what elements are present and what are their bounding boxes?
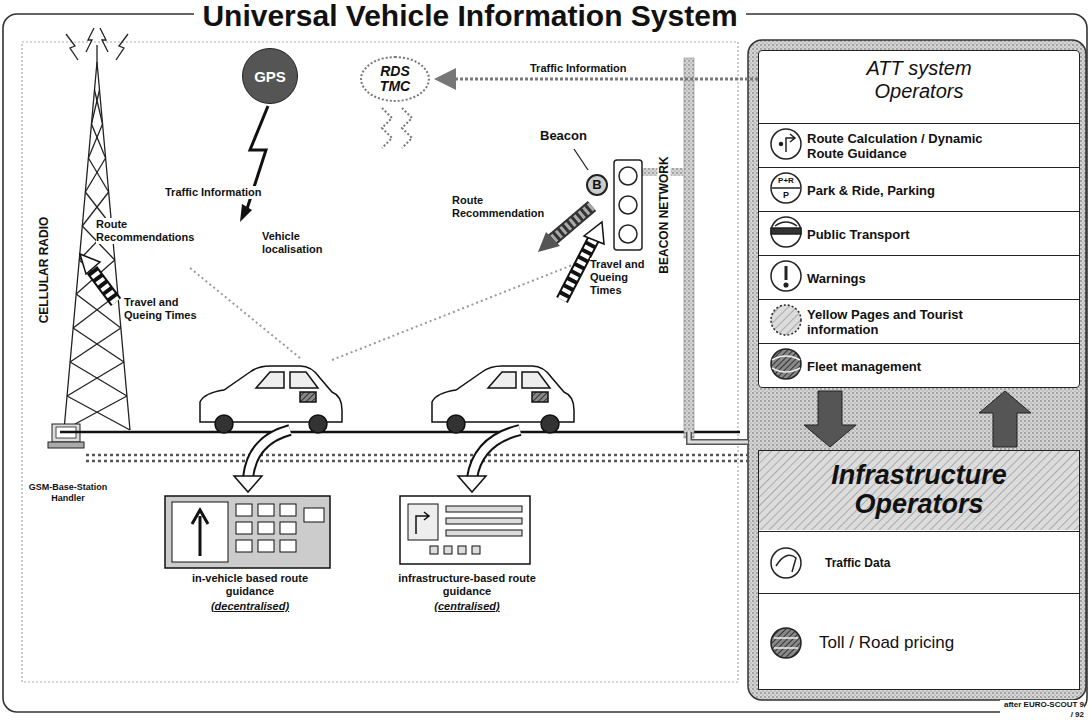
annotation: after EURO-SCOUT 9 / 92 <box>1000 700 1084 720</box>
beacon: BeaconB <box>540 128 612 200</box>
infrastructure-device: infrastructure-based route guidance (cent… <box>386 492 548 620</box>
title-text: Universal Vehicle Information System <box>194 0 745 32</box>
node-text: RDS TMC <box>362 64 428 94</box>
flow-arrow <box>979 391 1031 447</box>
node-text: Fleet management <box>807 358 987 373</box>
infrastructure-row: Traffic Data <box>759 531 1079 593</box>
title: Universal Vehicle Information System <box>180 0 760 32</box>
service-row: Warnings <box>759 255 1079 299</box>
node-text: in-vehicle based route guidance <box>160 572 340 598</box>
operator-panel: ATT system OperatorsRoute Calculation / … <box>758 50 1080 388</box>
annotation: Route Recommendations <box>96 218 182 244</box>
annotation: Travel and Queing Times <box>124 296 204 322</box>
vertical-label: BEACON NETWORK <box>658 156 671 273</box>
service-row: Yellow Pages and Tourist information <box>759 299 1079 343</box>
tower-brace <box>73 328 124 362</box>
node-text: Toll / Road pricing <box>819 632 1039 651</box>
tower-brace <box>88 158 108 192</box>
node-text: Public Transport <box>807 226 987 241</box>
node-text: Yellow Pages and Tourist information <box>807 307 987 337</box>
tower-brace <box>70 328 121 362</box>
annotation: Traffic Information <box>165 186 280 199</box>
tower-brace <box>91 90 99 124</box>
tower-brace <box>85 158 105 192</box>
node-text: B <box>586 174 608 196</box>
vertical-label: CELLULAR RADIO <box>38 217 51 324</box>
arrow-shape <box>804 391 856 447</box>
service-row: Park & Ride, Parking <box>759 167 1079 211</box>
infrastructure-panel: Infrastructure OperatorsTraffic DataToll… <box>758 450 1080 690</box>
node-text: (centralised) <box>386 600 548 613</box>
annotation: Travel and Queing Times <box>590 258 662 297</box>
connector-line <box>454 78 758 81</box>
tower-brace <box>67 362 124 396</box>
gps-satellite: GPS <box>242 48 298 104</box>
infrastructure-row: Toll / Road pricing <box>759 593 1079 689</box>
service-row: Public Transport <box>759 211 1079 255</box>
service-row: Fleet management <box>759 343 1079 387</box>
node-text: (decentralised) <box>160 600 340 613</box>
node-text: Beacon <box>540 128 587 143</box>
annotation: P+R <box>773 176 799 186</box>
gsm-base-station: GSM-Base-Station Handler <box>24 422 112 506</box>
annotation: Vehicle localisation <box>262 230 340 256</box>
annotation: P <box>773 190 799 200</box>
rds-tmc-transmitter: RDS TMC <box>360 56 430 102</box>
edge-label: Traffic Information <box>530 62 627 75</box>
node-text: Infrastructure Operators <box>759 461 1079 519</box>
arrow-shape <box>979 391 1031 447</box>
arrowhead <box>434 68 456 90</box>
in-vehicle-device: in-vehicle based route guidance (decentra… <box>160 492 340 620</box>
tower-brace <box>70 362 127 396</box>
node-text: Traffic Data <box>825 556 1025 570</box>
node-text: Warnings <box>807 270 987 285</box>
node-text: GPS <box>243 68 297 85</box>
tower-brace <box>91 124 105 158</box>
node-text: GSM-Base-Station Handler <box>24 482 112 504</box>
node-text: Route Calculation / Dynamic Route Guidan… <box>807 131 987 161</box>
node-text: ATT system Operators <box>759 57 1079 103</box>
node-text: Park & Ride, Parking <box>807 182 987 197</box>
annotation: Route Recommendation <box>452 194 544 220</box>
flow-arrow <box>804 391 856 447</box>
tower-brace <box>88 124 102 158</box>
node-text: infrastructure-based route guidance <box>386 572 548 598</box>
service-row: Route Calculation / Dynamic Route Guidan… <box>759 123 1079 167</box>
